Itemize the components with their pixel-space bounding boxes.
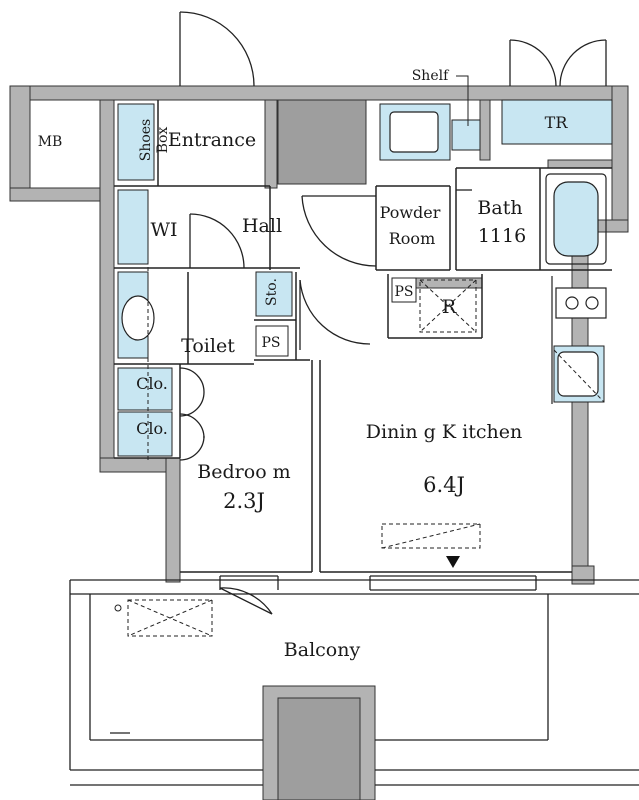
label-toilet: Toilet	[181, 335, 235, 357]
label-mb: MB	[38, 134, 63, 150]
label-dining-kitchen: Dinin g K itchen	[366, 421, 522, 443]
shelf-pointer	[456, 75, 469, 126]
label-powder: Powder	[380, 203, 441, 222]
label-closet-1: Clo.	[136, 374, 168, 393]
interior-walls	[114, 100, 612, 573]
label-storage: Sto.	[264, 278, 280, 306]
dashed-items	[127, 190, 605, 637]
label-room: Room	[389, 229, 435, 248]
center-pillar	[277, 99, 367, 185]
label-refrigerator: R	[442, 296, 457, 318]
room-labels: MB Shoes Box Entrance Shelf TR WI Hall P…	[38, 68, 569, 661]
label-dining-kitchen-size: 6.4J	[423, 473, 465, 497]
label-wi: WI	[150, 219, 177, 241]
label-hall: Hall	[242, 215, 282, 237]
fixture-details	[121, 111, 607, 404]
label-closet-2: Clo.	[136, 419, 168, 438]
label-shoes: Shoes	[138, 119, 154, 162]
label-bath: Bath	[477, 197, 522, 219]
label-ps-bottom: PS	[261, 335, 280, 351]
label-bath-size: 1116	[478, 225, 526, 247]
label-shelf: Shelf	[412, 68, 450, 84]
balcony-pillar-inner	[277, 697, 361, 800]
label-entrance: Entrance	[168, 129, 256, 151]
balcony-structure	[69, 575, 639, 786]
label-balcony: Balcony	[284, 639, 361, 661]
label-ps-top: PS	[394, 284, 413, 300]
ps-box-top	[391, 277, 417, 303]
ps-box-bottom	[255, 325, 289, 357]
balcony-drain-icon	[114, 604, 122, 612]
label-bedroom-size: 2.3J	[223, 489, 265, 513]
doors	[179, 11, 607, 615]
label-tr: TR	[545, 113, 569, 132]
entry-arrow-icon	[446, 556, 460, 568]
label-bedroom: Bedroo m	[197, 461, 290, 483]
label-box: Box	[155, 127, 171, 154]
